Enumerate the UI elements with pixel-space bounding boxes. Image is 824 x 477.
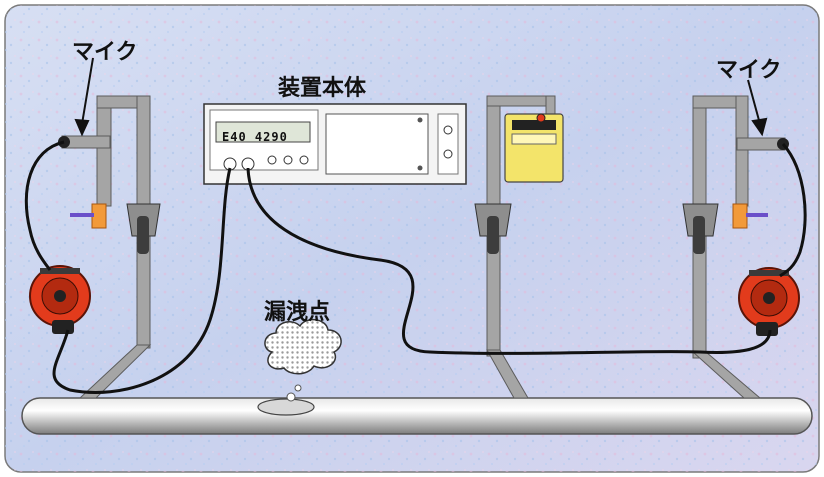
device-body-label: 装置本体 bbox=[278, 76, 367, 101]
device-body bbox=[203, 103, 467, 185]
battery-box bbox=[504, 113, 564, 183]
microphone-right-label: マイク bbox=[716, 58, 782, 83]
arrows bbox=[74, 57, 768, 137]
microphone-left-label: マイク bbox=[72, 40, 138, 65]
device-lcd-readout: E40 4290 bbox=[222, 130, 288, 144]
right-clamp bbox=[732, 203, 748, 229]
left-cable-reel bbox=[29, 265, 91, 334]
middle-valve bbox=[474, 203, 512, 254]
left-valve bbox=[126, 203, 161, 254]
leak-point-label: 漏洩点 bbox=[264, 300, 331, 325]
leak-cloud bbox=[264, 318, 342, 375]
left-clamp bbox=[91, 203, 107, 229]
buried-pipe bbox=[21, 397, 813, 435]
leak-hole bbox=[257, 398, 315, 416]
cables bbox=[24, 140, 807, 394]
right-cable-reel bbox=[738, 267, 800, 336]
right-valve bbox=[682, 203, 719, 254]
